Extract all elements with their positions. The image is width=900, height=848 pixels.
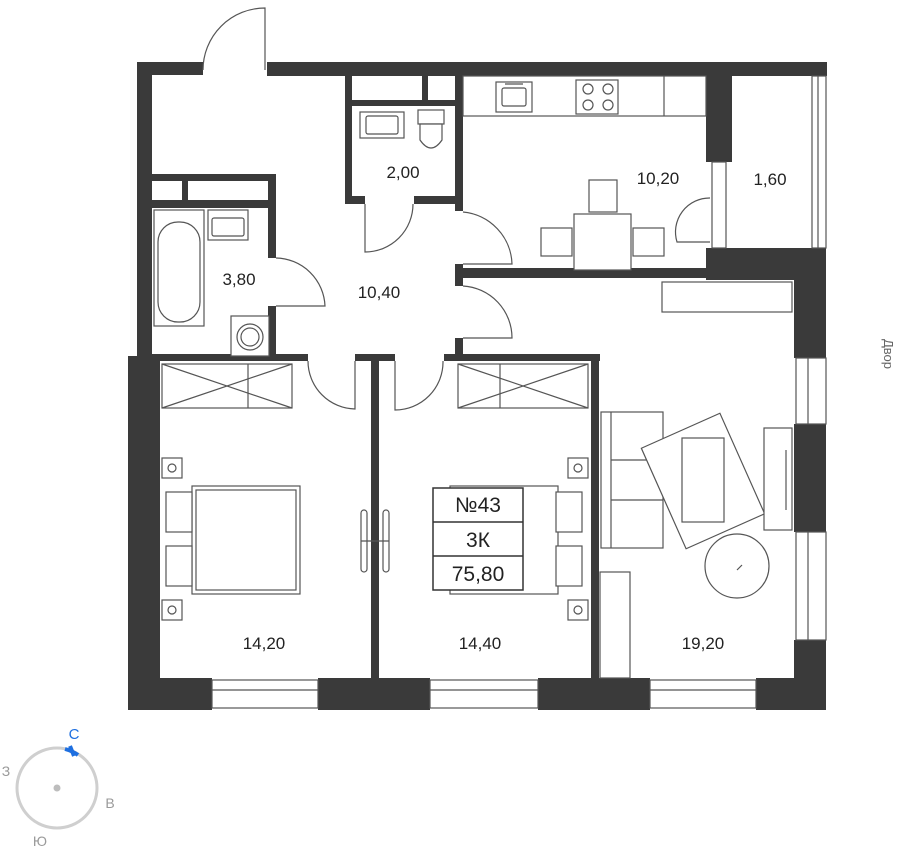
courtyard-label: Двор: [881, 339, 896, 369]
area-kitchen: 10,20: [637, 169, 680, 188]
compass-center: [53, 784, 61, 792]
apartment-badge: №43 3К 75,80: [432, 487, 524, 591]
area-wc: 2,00: [386, 163, 419, 182]
compass-ring: [15, 746, 99, 830]
apartment-number: №43: [455, 494, 501, 517]
compass-west: З: [2, 763, 10, 779]
area-bedroom-left: 14,20: [243, 634, 286, 653]
wc-fixtures: [359, 109, 445, 149]
area-bedroom-mid: 14,40: [459, 634, 502, 653]
bathroom-fixtures: [153, 209, 270, 357]
walls: [128, 62, 827, 710]
compass-north: С: [69, 726, 80, 743]
apartment-type: 3К: [466, 529, 491, 552]
windows: [211, 75, 827, 709]
apartment-total-area: 75,80: [452, 563, 505, 586]
area-bathroom: 3,80: [222, 270, 255, 289]
area-hall: 10,40: [358, 283, 401, 302]
area-labels: 2,00 10,20 1,60 3,80 10,40 14,20 14,40 1…: [222, 163, 786, 653]
compass: С В Ю З: [2, 726, 115, 848]
doors: [202, 7, 711, 411]
compass-south: Ю: [33, 833, 47, 848]
left-bedroom-furniture: [161, 363, 301, 621]
area-living: 19,20: [682, 634, 725, 653]
area-balcony: 1,60: [753, 170, 786, 189]
kitchen-fixtures: [462, 75, 707, 271]
compass-east: В: [105, 795, 114, 811]
living-furniture: [599, 281, 793, 679]
